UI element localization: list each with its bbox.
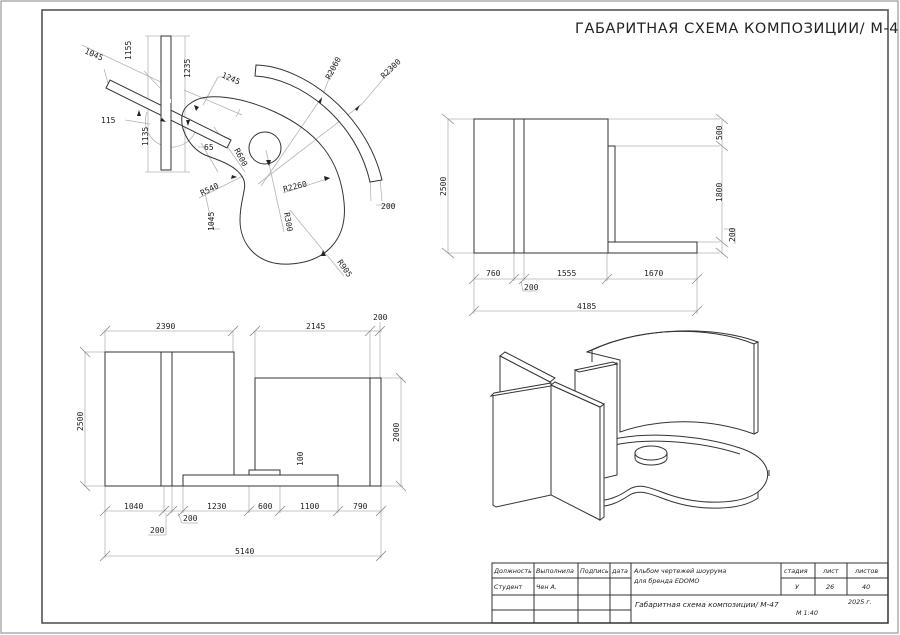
dim-plan-65: 65	[204, 143, 214, 152]
tb-sheet-value: 26	[826, 583, 834, 591]
plan-curved-wall	[254, 64, 383, 183]
tb-sheets-value: 40	[862, 583, 870, 591]
dim-plan-r2300: R2300	[379, 57, 403, 80]
dim-plan-r540: R540	[199, 181, 220, 198]
iso-cross-front-right	[550, 384, 601, 521]
dim-front-2390: 2390	[156, 322, 175, 331]
dim-plan-115: 115	[101, 116, 116, 125]
tb-performed-value: Чен А.	[536, 583, 557, 591]
iso-round-stand	[634, 445, 668, 461]
iso-cross-front-left	[492, 384, 552, 508]
front-dimension-lines	[79, 322, 407, 562]
tb-sheet-name: Габаритная схема композиции/ М-47	[635, 600, 779, 609]
plan-round-stand	[248, 131, 282, 165]
tb-album-line2: для бренда EDOMO	[633, 577, 699, 585]
dim-plan-1245: 1245	[220, 71, 241, 87]
tb-header-performed: Выполнила	[536, 567, 574, 575]
dim-side-height: 2500	[439, 177, 448, 196]
dim-front-790: 790	[353, 502, 368, 511]
plan-podium	[181, 96, 345, 265]
side-podium	[607, 241, 698, 254]
front-podium	[182, 474, 339, 487]
sheet-title: ГАБАРИТНАЯ СХЕМА КОМПОЗИЦИИ/ М-47	[575, 21, 900, 37]
dim-front-200-b: 200	[183, 514, 198, 523]
tb-stage-label: стадия	[784, 567, 808, 575]
tb-sheet-label: лист	[822, 567, 839, 575]
drawing-frame	[41, 9, 889, 624]
dim-front-1230: 1230	[207, 502, 226, 511]
dim-side-760: 760	[486, 269, 501, 278]
tb-sheets-label: листов	[854, 567, 878, 575]
dim-front-total: 5140	[235, 547, 254, 556]
dim-side-500: 500	[715, 125, 724, 140]
dim-front-200-top: 200	[373, 313, 388, 322]
dim-front-600: 600	[258, 502, 273, 511]
isometric-view	[489, 330, 770, 521]
plan-cross-panels	[105, 35, 232, 171]
side-wall	[607, 145, 616, 243]
iso-podium	[602, 434, 769, 503]
dim-side-1555: 1555	[557, 269, 576, 278]
tb-year: 2025 г.	[848, 598, 872, 606]
dim-front-200-a: 200	[150, 526, 165, 535]
front-round-stand	[248, 469, 281, 476]
dim-side-1800: 1800	[715, 183, 724, 202]
side-panel	[473, 118, 609, 254]
dim-plan-1045-top: 1045	[83, 47, 104, 63]
dim-plan-r2060: R2060	[324, 55, 343, 81]
dim-plan-1235: 1235	[183, 59, 192, 78]
dim-front-height: 2500	[76, 412, 85, 431]
dim-front-2000: 2000	[392, 423, 401, 442]
tb-album-line1: Альбом чертежей шоурума	[633, 567, 726, 575]
dim-front-1100: 1100	[300, 502, 319, 511]
dim-plan-r2260: R2260	[282, 179, 308, 194]
front-curved-wall	[254, 377, 382, 487]
dim-plan-1045-bottom: 1045	[207, 212, 216, 231]
tb-stage-value: У	[795, 583, 800, 591]
dim-plan-r300: R300	[282, 212, 294, 233]
dim-front-100: 100	[296, 451, 305, 466]
dim-plan-1135: 1135	[141, 127, 150, 146]
dim-front-1040: 1040	[124, 502, 143, 511]
tb-header-position: Должность	[493, 567, 532, 575]
title-block: Должность Выполнила Подпись дата Студент…	[491, 562, 889, 624]
tb-header-signature: Подпись	[580, 567, 609, 575]
dim-front-2145: 2145	[306, 322, 325, 331]
dim-side-total: 4185	[577, 302, 596, 311]
plan-view: 1045 1155 1235 1245 115 1135 65 R600 R54…	[81, 35, 403, 279]
dim-side-200-bottom: 200	[524, 283, 539, 292]
dim-plan-1155: 1155	[124, 41, 133, 60]
side-view: 2500 500 1800 200 760 1555 1670 200 4185	[439, 113, 737, 317]
plan-arrows	[137, 97, 360, 256]
dim-side-200-right: 200	[728, 227, 737, 242]
front-view: 2390 2145 200 2500 2000 100 1040 1230 60…	[76, 313, 407, 562]
dim-side-1670: 1670	[644, 269, 663, 278]
dim-plan-200: 200	[381, 202, 396, 211]
tb-header-date: дата	[611, 567, 628, 575]
front-cross-panel	[104, 351, 235, 487]
tb-scale: М 1:40	[796, 609, 818, 617]
tb-position-value: Студент	[494, 583, 522, 591]
